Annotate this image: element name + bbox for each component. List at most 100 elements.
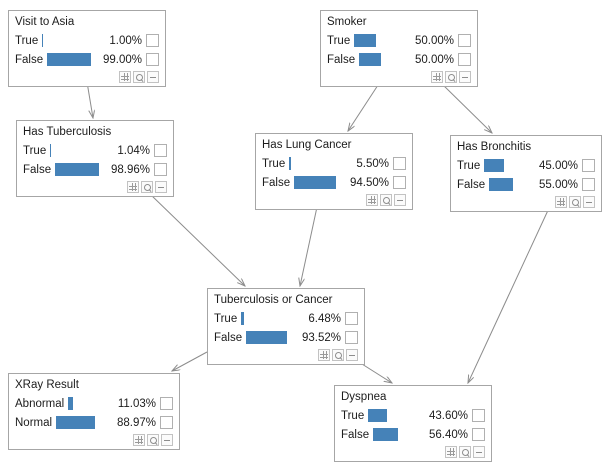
magnifier-icon[interactable] xyxy=(133,71,145,83)
state-label: Abnormal xyxy=(15,397,65,410)
state-row-true[interactable]: True 45.00% xyxy=(457,156,595,175)
probability-value: 99.00% xyxy=(102,53,142,66)
grid-icon[interactable] xyxy=(555,196,567,208)
probability-bar-track xyxy=(55,163,100,176)
minus-icon[interactable] xyxy=(459,71,471,83)
grid-icon[interactable] xyxy=(127,181,139,193)
evidence-checkbox[interactable] xyxy=(393,176,406,189)
edge-has-tuberculosis-to-tuberculosis-or-cancer xyxy=(149,193,245,286)
state-row-false[interactable]: False 93.52% xyxy=(214,328,358,347)
evidence-checkbox[interactable] xyxy=(146,53,159,66)
state-row-false[interactable]: False 99.00% xyxy=(15,50,159,69)
probability-value: 11.03% xyxy=(117,397,156,410)
magnifier-icon[interactable] xyxy=(459,446,471,458)
node-toolbar xyxy=(457,195,595,209)
evidence-checkbox[interactable] xyxy=(160,397,173,410)
grid-icon[interactable] xyxy=(318,349,330,361)
magnifier-icon[interactable] xyxy=(380,194,392,206)
state-row-true[interactable]: True 50.00% xyxy=(327,31,471,50)
probability-value: 93.52% xyxy=(301,331,341,344)
probability-bar-track xyxy=(241,312,285,325)
minus-icon[interactable] xyxy=(155,181,167,193)
node-title: Has Tuberculosis xyxy=(23,126,112,138)
node-toolbar xyxy=(262,193,406,207)
minus-icon[interactable] xyxy=(583,196,595,208)
grid-icon[interactable] xyxy=(119,71,131,83)
probability-value: 88.97% xyxy=(116,416,156,429)
node-toolbar xyxy=(23,180,167,194)
state-row-normal[interactable]: Normal 88.97% xyxy=(15,413,173,432)
state-label: False xyxy=(15,53,44,66)
state-label: True xyxy=(457,159,481,172)
state-row-abnormal[interactable]: Abnormal 11.03% xyxy=(15,394,173,413)
node-toolbar xyxy=(341,445,485,459)
probability-value: 45.00% xyxy=(538,159,578,172)
evidence-checkbox[interactable] xyxy=(345,312,358,325)
probability-bar-fill xyxy=(289,157,292,170)
evidence-checkbox[interactable] xyxy=(160,416,173,429)
edge-has-bronchitis-to-dyspnea xyxy=(468,205,551,383)
evidence-checkbox[interactable] xyxy=(472,409,485,422)
probability-value: 1.04% xyxy=(117,144,150,157)
grid-icon[interactable] xyxy=(431,71,443,83)
evidence-checkbox[interactable] xyxy=(345,331,358,344)
grid-icon[interactable] xyxy=(133,434,145,446)
evidence-checkbox[interactable] xyxy=(582,178,595,191)
probability-value: 5.50% xyxy=(356,157,389,170)
minus-icon[interactable] xyxy=(394,194,406,206)
minus-icon[interactable] xyxy=(161,434,173,446)
magnifier-icon[interactable] xyxy=(445,71,457,83)
evidence-checkbox[interactable] xyxy=(154,163,167,176)
state-row-true[interactable]: True 1.04% xyxy=(23,141,167,160)
evidence-checkbox[interactable] xyxy=(458,34,471,47)
minus-icon[interactable] xyxy=(473,446,485,458)
probability-value: 50.00% xyxy=(414,34,454,47)
evidence-checkbox[interactable] xyxy=(582,159,595,172)
grid-icon[interactable] xyxy=(366,194,378,206)
magnifier-icon[interactable] xyxy=(141,181,153,193)
probability-bar-fill xyxy=(50,144,52,157)
node-toolbar xyxy=(15,70,159,84)
probability-bar-track xyxy=(47,53,92,66)
evidence-checkbox[interactable] xyxy=(393,157,406,170)
probability-bar-fill xyxy=(241,312,245,325)
state-label: False xyxy=(214,331,243,344)
magnifier-icon[interactable] xyxy=(147,434,159,446)
probability-bar-fill xyxy=(42,34,44,47)
state-label: True xyxy=(341,409,365,422)
state-label: True xyxy=(23,144,47,157)
evidence-checkbox[interactable] xyxy=(472,428,485,441)
minus-icon[interactable] xyxy=(147,71,159,83)
state-label: False xyxy=(327,53,356,66)
magnifier-icon[interactable] xyxy=(569,196,581,208)
evidence-checkbox[interactable] xyxy=(146,34,159,47)
state-label: Normal xyxy=(15,416,53,429)
evidence-checkbox[interactable] xyxy=(154,144,167,157)
probability-bar-fill xyxy=(47,53,92,66)
state-label: True xyxy=(327,34,351,47)
minus-icon[interactable] xyxy=(346,349,358,361)
magnifier-icon[interactable] xyxy=(332,349,344,361)
grid-icon[interactable] xyxy=(445,446,457,458)
evidence-checkbox[interactable] xyxy=(458,53,471,66)
state-label: True xyxy=(15,34,39,47)
probability-value: 1.00% xyxy=(109,34,142,47)
state-row-true[interactable]: True 1.00% xyxy=(15,31,159,50)
